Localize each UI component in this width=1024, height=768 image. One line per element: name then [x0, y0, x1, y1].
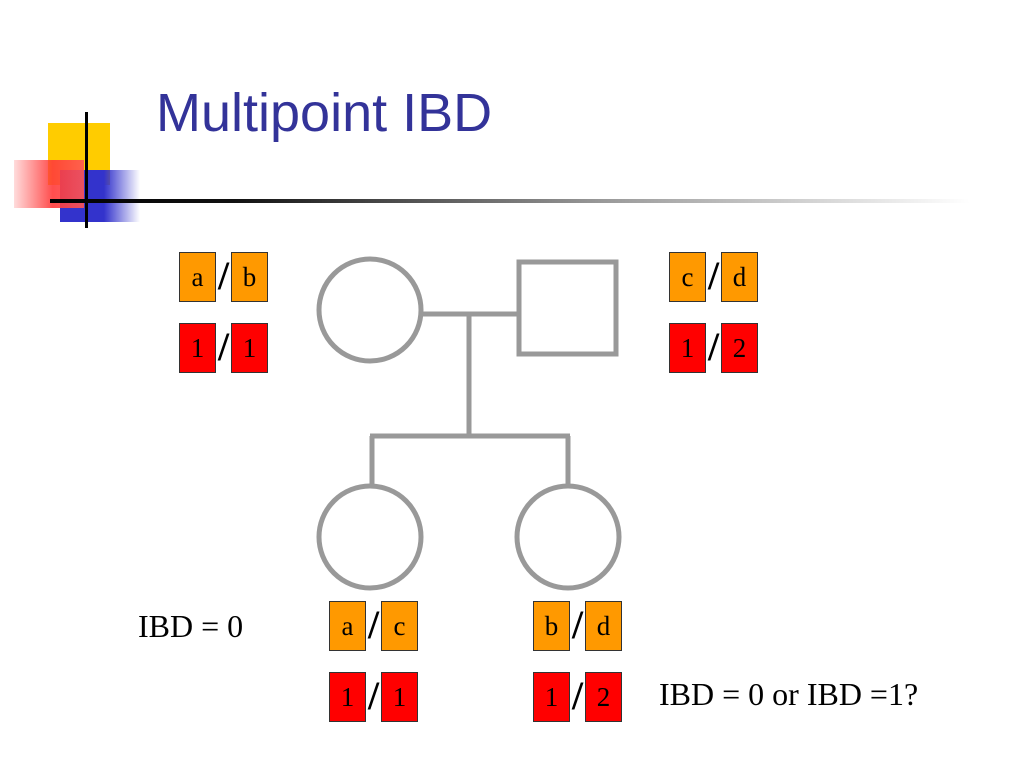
marker-separator: / — [217, 324, 230, 369]
decor-vertical-line — [85, 112, 88, 228]
slide-title: Multipoint IBD — [156, 83, 493, 143]
child2-allele-pair: b / d — [533, 601, 625, 651]
decor-horizontal-rule — [50, 199, 970, 203]
allele-box: b — [533, 601, 570, 651]
child1-allele-pair: a / c — [329, 601, 421, 651]
marker-box: 1 — [381, 672, 418, 722]
marker-separator: / — [367, 673, 380, 718]
marker-box: 1 — [533, 672, 570, 722]
marker-box: 2 — [585, 672, 622, 722]
ibd-label-left: IBD = 0 — [138, 608, 244, 644]
allele-box: b — [231, 252, 268, 302]
father-marker-pair: 1 / 2 — [669, 323, 761, 373]
ibd-label-right: IBD = 0 or IBD =1? — [659, 676, 919, 712]
mother-allele-pair: a / b — [179, 252, 271, 302]
father-allele-pair: c / d — [669, 252, 761, 302]
marker-box: 1 — [179, 323, 216, 373]
marker-box: 1 — [329, 672, 366, 722]
marker-box: 2 — [721, 323, 758, 373]
father-symbol — [516, 259, 619, 357]
child2-symbol — [514, 483, 622, 591]
allele-box: d — [585, 601, 622, 651]
allele-box: c — [669, 252, 706, 302]
allele-box: c — [381, 601, 418, 651]
mother-symbol — [316, 256, 424, 364]
mother-marker-pair: 1 / 1 — [179, 323, 271, 373]
child2-marker-pair: 1 / 2 — [533, 672, 625, 722]
marker-box: 1 — [231, 323, 268, 373]
allele-separator: / — [571, 602, 584, 647]
marker-separator: / — [707, 324, 720, 369]
allele-box: d — [721, 252, 758, 302]
marker-box: 1 — [669, 323, 706, 373]
child1-marker-pair: 1 / 1 — [329, 672, 421, 722]
allele-separator: / — [217, 253, 230, 298]
allele-box: a — [179, 252, 216, 302]
allele-separator: / — [707, 253, 720, 298]
marker-separator: / — [571, 673, 584, 718]
allele-box: a — [329, 601, 366, 651]
child1-symbol — [316, 483, 424, 591]
allele-separator: / — [367, 602, 380, 647]
